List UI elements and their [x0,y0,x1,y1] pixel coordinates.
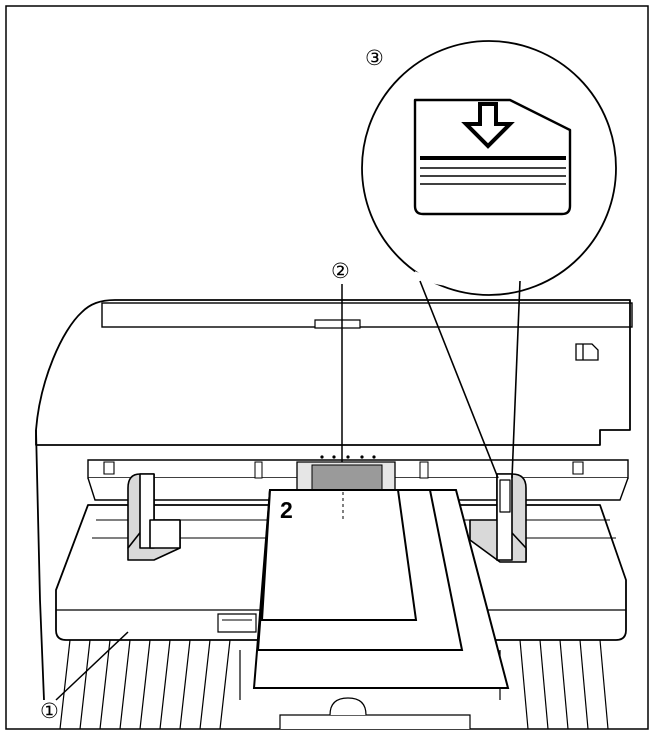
paper-sizes [252,489,510,689]
printer-body [35,299,631,446]
tray-bottom-plate [279,714,471,729]
paper-size-label: 2 [280,497,293,523]
left-clip [103,461,115,475]
right-paper-guide[interactable] [469,473,527,563]
inner-rib-left [254,461,263,479]
tray-extension [59,639,609,730]
printer-left-edge [35,429,45,701]
callout-1-leader [55,631,129,701]
lid-tab [314,319,361,329]
callout-3-number: ③ [365,47,384,70]
callout-2-number: ② [331,260,350,283]
callout-1-number: ① [40,700,59,723]
power-icon [575,343,599,361]
tray-bottom-notch [329,697,367,716]
right-clip [572,461,584,475]
left-paper-guide[interactable] [127,473,181,561]
paper-feed-direction-icon [413,98,572,216]
top-lid-slot [101,302,633,328]
inner-rib-right [419,461,429,479]
